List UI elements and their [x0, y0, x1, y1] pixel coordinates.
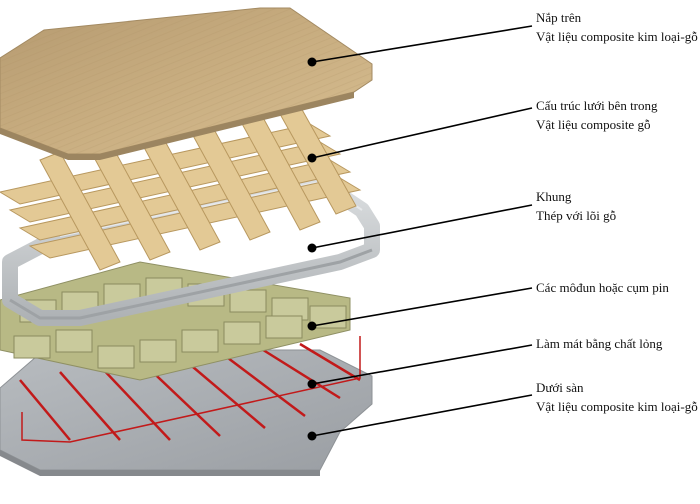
- label-material: Vật liệu composite kim loại-gỗ: [536, 399, 698, 414]
- label-title: Nắp trên: [536, 10, 582, 25]
- inner-wood-grid: [0, 105, 362, 271]
- label-liquid-cooling: Làm mát bằng chất lỏng: [536, 334, 662, 353]
- label-material: Thép với lõi gỗ: [536, 208, 617, 223]
- label-frame: Khung Thép với lõi gỗ: [536, 187, 616, 225]
- label-top-lid: Nắp trên Vật liệu composite kim loại-gỗ: [536, 8, 698, 46]
- label-title: Các môđun hoặc cụm pin: [536, 280, 669, 295]
- label-floor: Dưới sàn Vật liệu composite kim loại-gỗ: [536, 378, 698, 416]
- leader-line-top-lid: [311, 25, 533, 63]
- leader-line-floor: [311, 394, 533, 437]
- battery-modules: [0, 261, 351, 381]
- label-title: Cấu trúc lưới bên trong: [536, 98, 658, 113]
- label-title: Khung: [536, 189, 572, 204]
- liquid-cooling-lines: [19, 336, 361, 443]
- leader-lines: [311, 25, 533, 437]
- leader-line-modules: [311, 287, 533, 327]
- leader-line-inner-grid: [311, 107, 533, 159]
- leader-line-cooling: [311, 344, 533, 385]
- label-inner-grid: Cấu trúc lưới bên trong Vật liệu composi…: [536, 96, 658, 134]
- leader-line-frame: [311, 204, 533, 249]
- leader-dots: [307, 57, 317, 441]
- label-battery-modules: Các môđun hoặc cụm pin: [536, 278, 669, 297]
- top-lid: [0, 7, 373, 160]
- label-material: Vật liệu composite kim loại-gỗ: [536, 29, 698, 44]
- label-title: Dưới sàn: [536, 380, 584, 395]
- label-material: Vật liệu composite gỗ: [536, 117, 651, 132]
- label-title: Làm mát bằng chất lỏng: [536, 336, 663, 351]
